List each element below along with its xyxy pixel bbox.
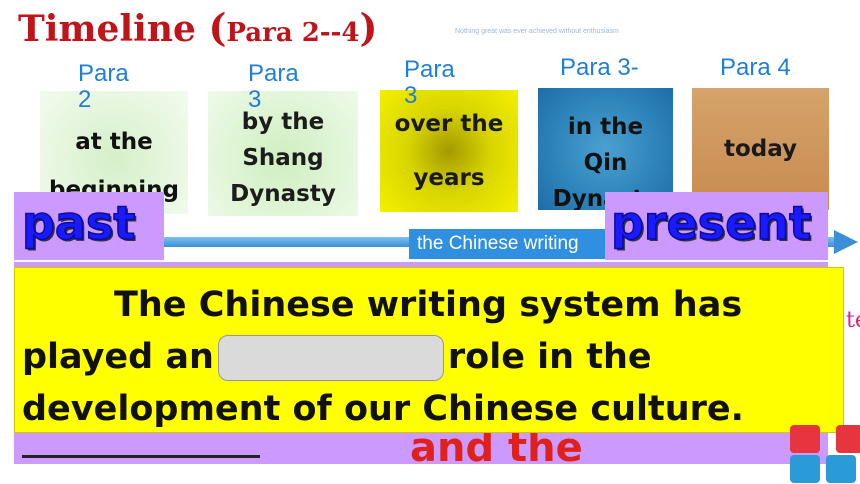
sentence-line-2: played an role in the: [22, 331, 842, 383]
card-line: Dynasty: [230, 180, 336, 207]
slide-title: Timeline (Para 2--4): [18, 8, 377, 53]
sentence-line-1: The Chinese writing system has: [22, 279, 842, 331]
card-line: by the: [241, 108, 325, 135]
motto-text: Nothing great was ever achieved without …: [455, 28, 619, 35]
title-close-paren: ): [359, 5, 378, 50]
timeline-card-today: today: [692, 88, 829, 210]
partial-red-text: and the: [410, 428, 583, 462]
title-open-paren: (: [208, 5, 227, 50]
sentence-line-1-text: The Chinese writing system has: [114, 285, 743, 325]
para-label-3a: Para 3: [248, 60, 299, 113]
card-line: Shang: [242, 144, 324, 171]
past-label: past: [21, 196, 136, 250]
card-line: at the: [75, 128, 153, 155]
card-line: Qin: [583, 150, 628, 176]
present-box: present: [605, 192, 828, 260]
timeline-card-over-years: over the years: [380, 90, 518, 212]
card-line: years: [413, 165, 485, 191]
past-box: past: [14, 192, 164, 260]
timeline-card-shang: by the Shang Dynasty: [208, 91, 358, 216]
title-main: Timeline: [18, 8, 196, 50]
summary-sentence: The Chinese writing system has played an…: [22, 279, 842, 435]
ribbon-text: the Chinese writing: [409, 229, 605, 259]
para-label-2: Para 2: [78, 60, 129, 113]
card-line: over the: [394, 111, 504, 137]
answer-blank-field[interactable]: [217, 335, 444, 381]
side-partial-text: te: [846, 308, 860, 333]
decor-square-blue: [790, 455, 820, 483]
arrow-head-icon: [834, 230, 858, 254]
sentence-line-2-before: played an: [22, 337, 214, 377]
para-label-4: Para 4: [720, 54, 791, 81]
answer-blank-line: [22, 455, 260, 458]
card-line: in the: [567, 114, 644, 140]
decor-square-blue: [826, 455, 856, 483]
card-line: today: [723, 136, 798, 162]
para-label-3c: Para 3-: [560, 54, 639, 81]
sentence-line-2-after: role in the: [447, 337, 652, 377]
title-subtitle: Para 2--4: [226, 18, 360, 48]
decor-square-red: [836, 425, 860, 453]
present-label: present: [610, 196, 812, 250]
para-label-3b: Para 3: [404, 56, 455, 109]
decor-square-red: [790, 425, 820, 453]
sentence-line-3: development of our Chinese culture.: [22, 389, 744, 429]
